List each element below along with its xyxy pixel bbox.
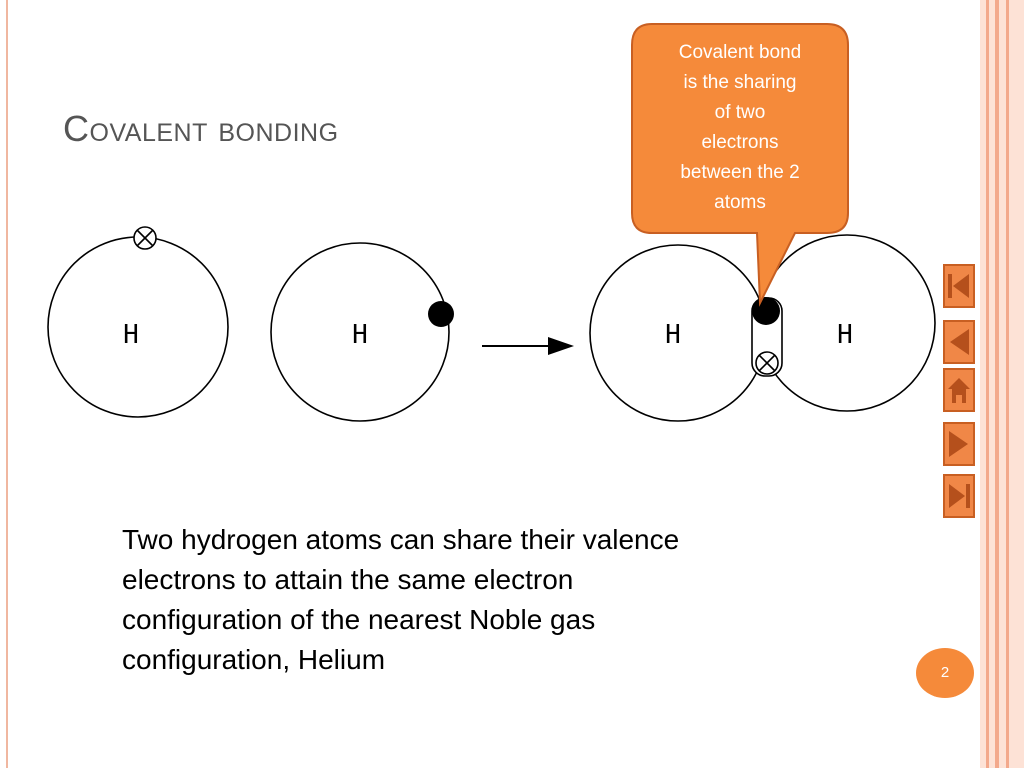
electron-cross-icon	[755, 351, 779, 375]
home-icon	[948, 378, 970, 403]
first-slide-icon	[948, 274, 969, 298]
atom-label: H	[352, 320, 368, 350]
first-slide-button[interactable]	[943, 264, 975, 308]
atom-label: H	[837, 320, 853, 350]
previous-slide-button[interactable]	[943, 320, 975, 364]
callout-bubble	[631, 23, 849, 307]
hydrogen-atom-2: H	[270, 242, 454, 422]
atom-label: H	[123, 320, 139, 350]
last-slide-icon	[949, 484, 970, 508]
atom-label: H	[665, 320, 681, 350]
hydrogen-atom-1: H	[47, 226, 229, 418]
last-slide-button[interactable]	[943, 474, 975, 518]
electron-dot-icon	[428, 301, 454, 327]
previous-slide-icon	[950, 329, 969, 355]
next-slide-button[interactable]	[943, 422, 975, 466]
slide-title: Covalent bonding	[63, 108, 339, 149]
left-rule	[6, 0, 8, 768]
right-border-decoration	[980, 0, 1024, 768]
electron-dot-icon	[752, 297, 780, 325]
body-text: Two hydrogen atoms can share their valen…	[122, 524, 680, 675]
electron-cross-icon	[133, 226, 157, 250]
hydrogen-molecule: H H	[589, 234, 936, 422]
callout-text: Covalent bond is the sharing of two elec…	[678, 42, 802, 213]
next-slide-icon	[949, 431, 968, 457]
home-button[interactable]	[943, 368, 975, 412]
reaction-arrow-icon	[482, 337, 574, 355]
page-number-badge: 2	[916, 648, 974, 698]
